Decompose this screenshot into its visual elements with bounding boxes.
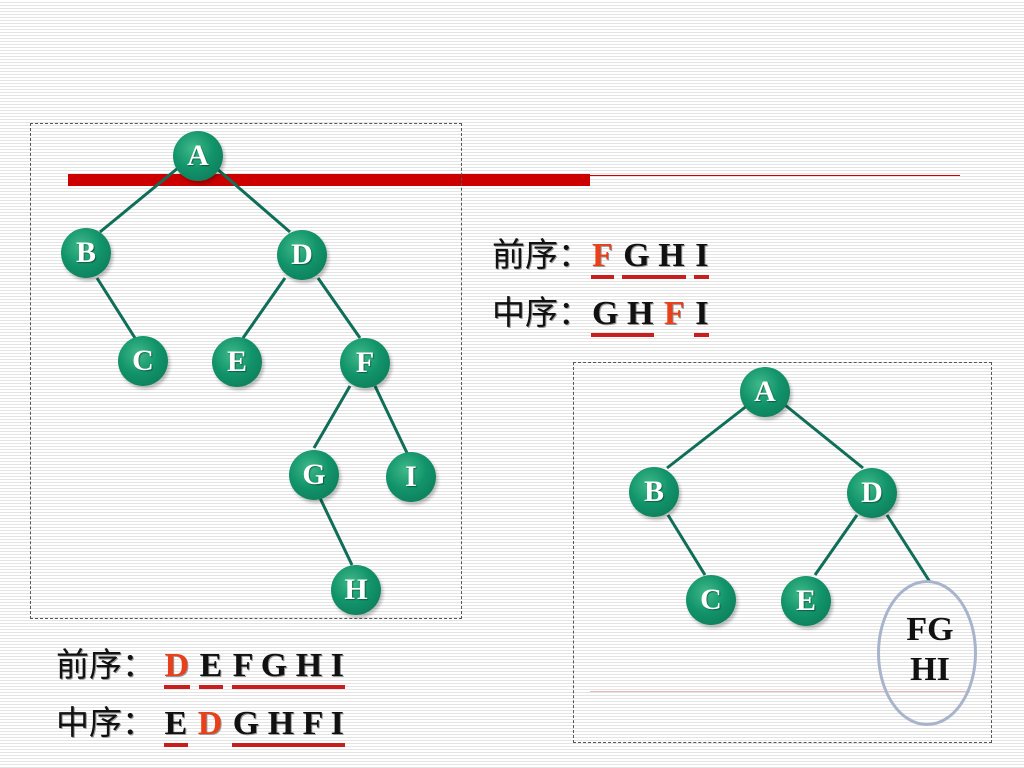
tree-node-c: C (118, 336, 168, 386)
title-underline-thin (590, 175, 960, 176)
preorder-left: E (198, 647, 224, 689)
edge-ra-rb (666, 403, 749, 470)
edge-a-b (99, 166, 179, 234)
inorder-sequence: 中序： E D G H F I (56, 696, 345, 747)
subtree-line-1: FG (906, 611, 954, 648)
right-tree-node-b: B (629, 467, 679, 517)
edge-a-d (215, 166, 291, 234)
sub-inorder-root: F (663, 295, 685, 332)
preorder-right: F G H I (231, 647, 345, 689)
inorder-label: 中序： (56, 703, 155, 742)
edge-d-f (316, 277, 362, 339)
subtree-oval (877, 580, 977, 726)
decorative-line (590, 691, 970, 692)
right-tree-node-e: E (781, 576, 831, 626)
right-tree-node-c: C (686, 575, 736, 625)
sub-preorder-left: G H (622, 237, 686, 279)
preorder-root: D (163, 647, 191, 689)
edge-g-h (318, 497, 354, 566)
sub-inorder-label: 中序： (492, 293, 591, 332)
tree-node-e: E (212, 337, 262, 387)
edge-ra-rd (784, 403, 864, 470)
sub-preorder-root: F (591, 237, 614, 279)
edge-f-i (373, 385, 410, 456)
right-tree-frame (573, 362, 992, 743)
tree-node-g: G (289, 450, 339, 500)
sub-inorder-right: I (694, 295, 710, 337)
tree-node-f: F (340, 338, 390, 388)
left-tree-frame (30, 123, 462, 619)
tree-node-a: A (173, 131, 223, 181)
edge-rd-subtree (885, 514, 932, 583)
sub-inorder-sequence: 中序：G H F I (492, 286, 710, 337)
inorder-left: E (163, 705, 189, 747)
sub-preorder-right: I (694, 237, 710, 279)
right-tree-node-d: D (847, 468, 897, 518)
preorder-label: 前序： (56, 645, 155, 684)
subtree-label: FG HI (880, 610, 980, 690)
edge-b-c (95, 277, 137, 339)
preorder-sequence: 前序： D E F G H I (56, 638, 345, 689)
tree-node-d: D (277, 230, 327, 280)
edge-rb-rc (666, 514, 707, 576)
sub-preorder-sequence: 前序：F G H I (492, 228, 710, 279)
inorder-root: D (197, 705, 223, 742)
edge-d-e (241, 277, 287, 339)
sub-inorder-left: G H (591, 295, 655, 337)
edge-rd-re (813, 514, 859, 576)
tree-node-b: B (61, 228, 111, 278)
right-tree-node-a: A (740, 367, 790, 417)
tree-node-h: H (331, 565, 381, 615)
edge-f-g (312, 385, 352, 449)
tree-node-i: I (386, 452, 436, 502)
inorder-right: G H F I (231, 705, 345, 747)
subtree-line-2: HI (910, 651, 950, 688)
sub-preorder-label: 前序： (492, 235, 591, 274)
